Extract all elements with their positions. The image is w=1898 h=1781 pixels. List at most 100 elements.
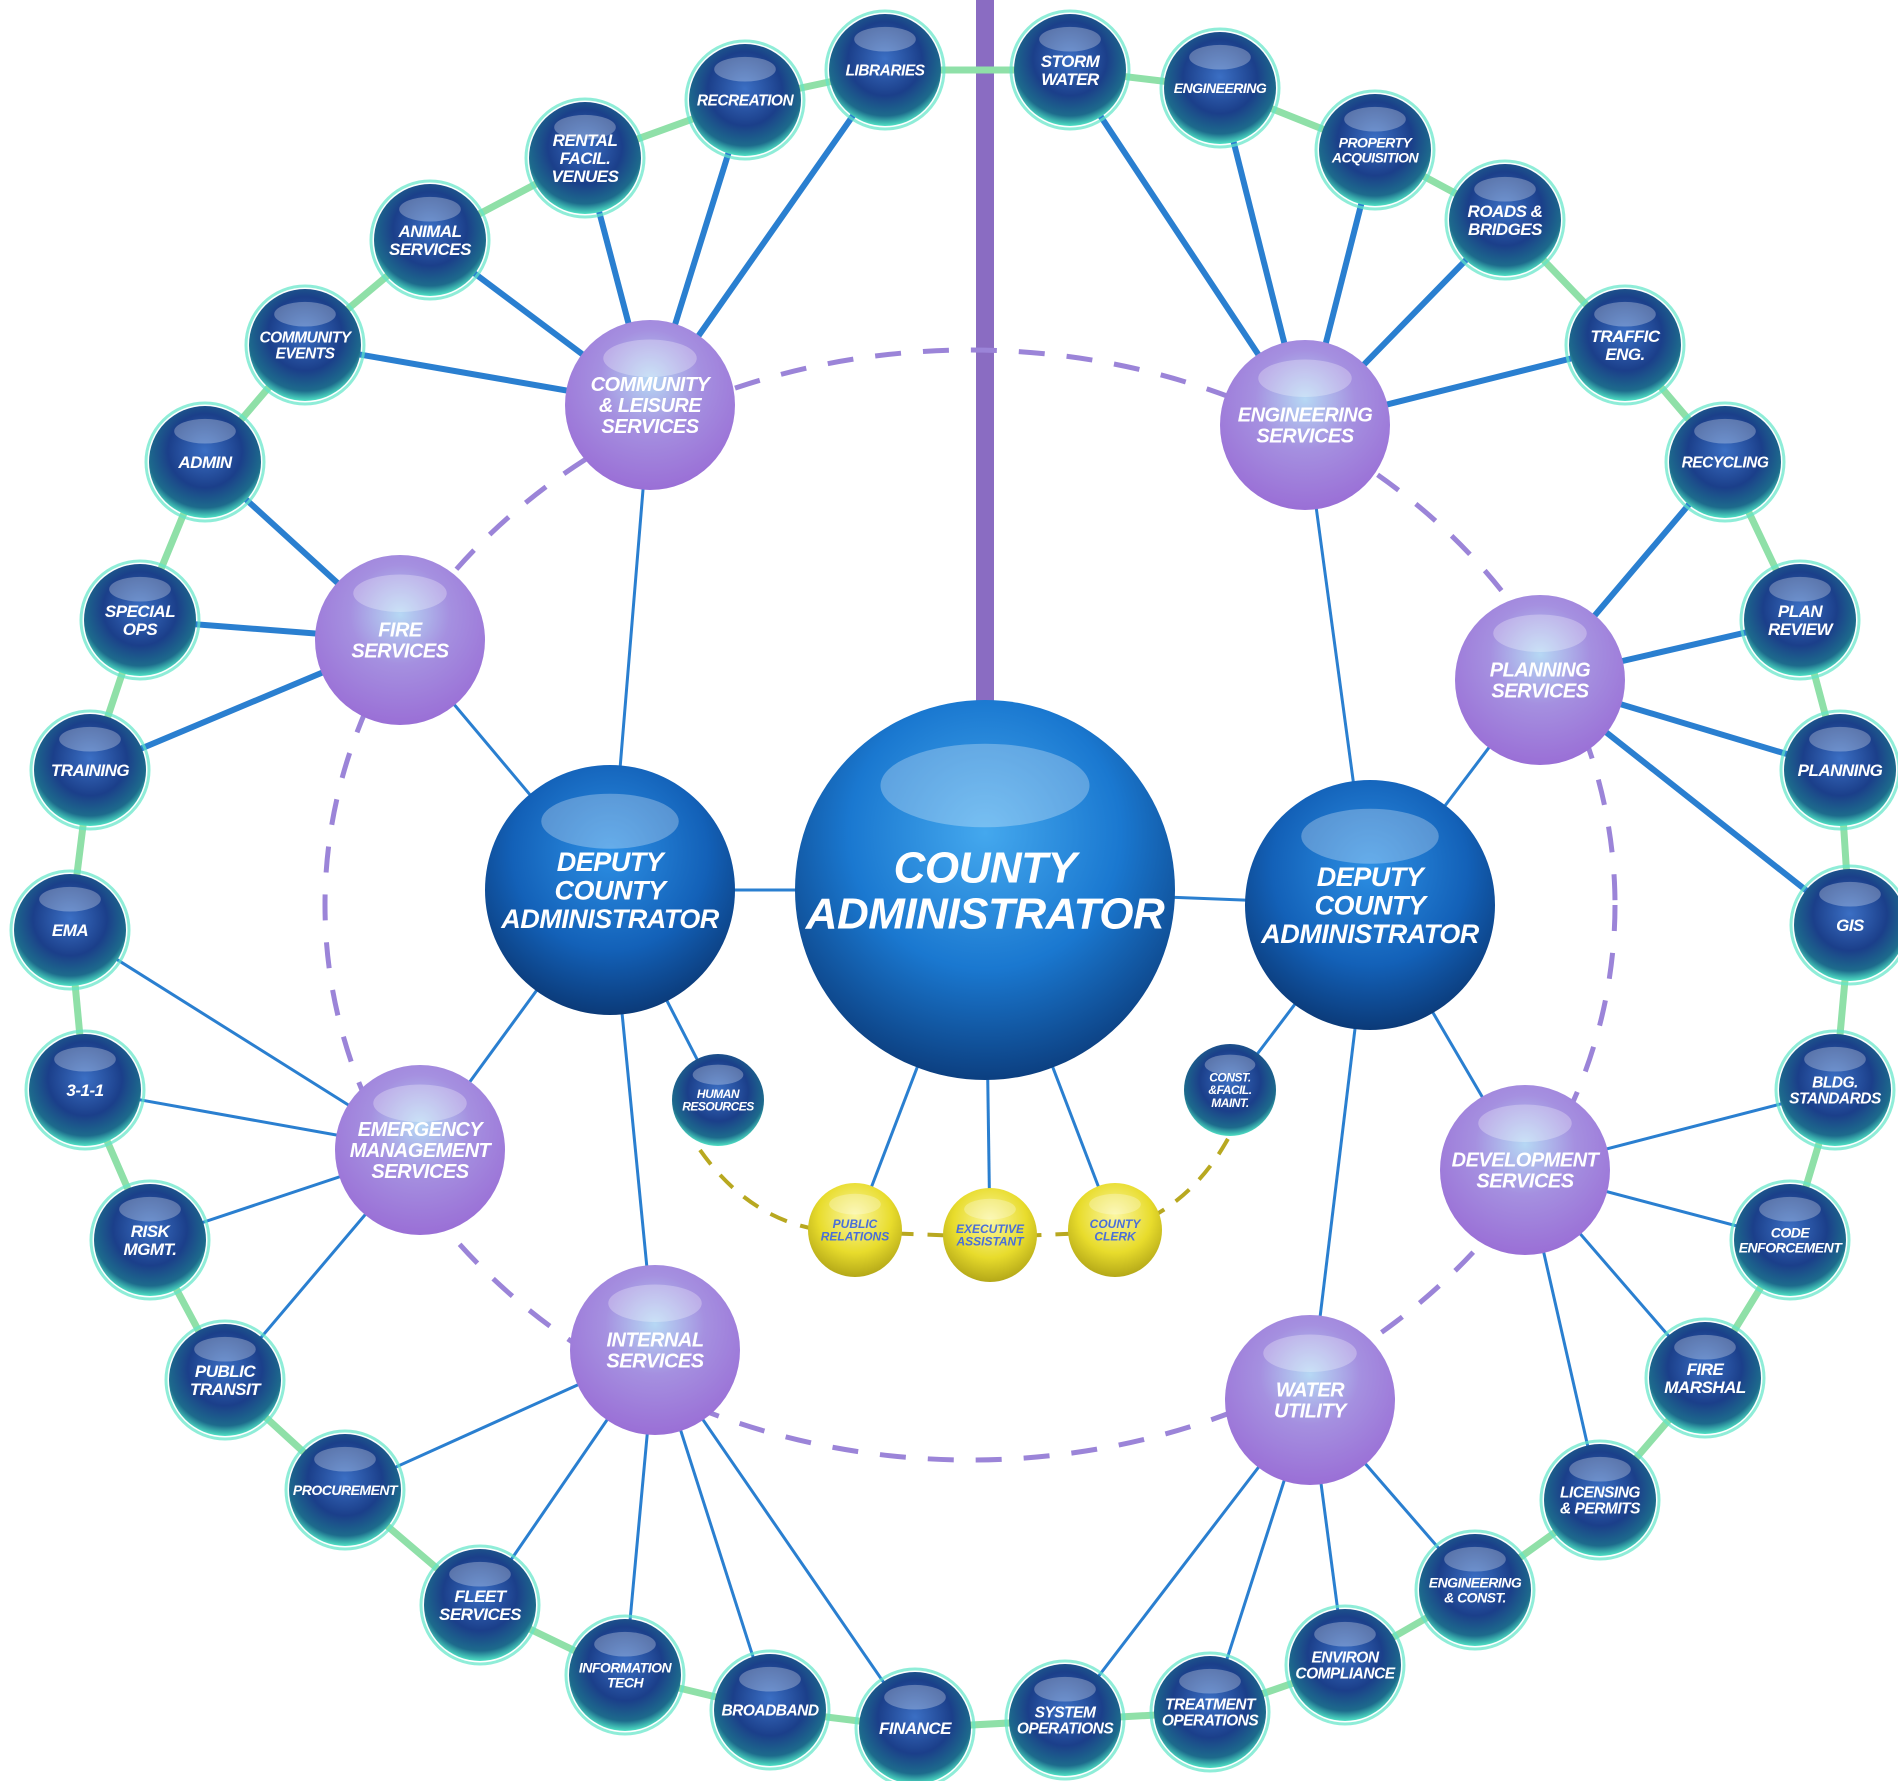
node-highlight [54,1046,116,1072]
node-highlight [314,1446,376,1472]
node-sphere [1779,1034,1891,1146]
department-node-admin[interactable]: ADMIN [144,401,266,523]
node-sphere [1220,340,1390,510]
node-sphere [84,564,196,676]
node-label: FLEET [454,1587,507,1606]
node-highlight [1759,1196,1821,1222]
node-highlight [59,726,121,752]
node-sphere [374,184,486,296]
node-label: PROCUREMENT [293,1482,399,1498]
node-label: EXECUTIVE [956,1222,1025,1236]
node-label: ENFORCEMENT [1739,1239,1844,1255]
node-halo [79,559,201,681]
department-node-licensing-permits[interactable]: LICENSING& PERMITS [1539,1439,1661,1561]
node-label: SERVICES [1256,426,1354,448]
department-node-training[interactable]: TRAINING [29,709,151,831]
node-highlight [109,576,171,602]
node-label: SERVICES [601,416,699,438]
node-sphere [169,1324,281,1436]
node-halo [1779,709,1898,831]
node-label: SYSTEM [1035,1704,1097,1721]
node-sphere [672,1054,764,1146]
department-node-recreation[interactable]: RECREATION [684,39,806,161]
node-label: ENG. [1605,345,1645,364]
node-halo [1739,559,1861,681]
node-label: PUBLIC [195,1362,257,1381]
department-node-engineering-const[interactable]: ENGINEERING& CONST. [1414,1529,1536,1651]
department-node-procurement[interactable]: PROCUREMENT [284,1429,406,1551]
node-sphere [689,44,801,156]
department-node-ema[interactable]: EMA [9,869,131,991]
department-node-three-one-one[interactable]: 3-1-1 [24,1029,146,1151]
direct-report-node-const-facil-maint[interactable]: CONST.&FACIL.MAINT. [1184,1044,1276,1136]
department-node-libraries[interactable]: LIBRARIES [824,9,946,131]
department-node-planning[interactable]: PLANNING [1779,709,1898,831]
node-highlight [1089,1193,1141,1215]
node-label: COMPLIANCE [1295,1666,1395,1683]
node-sphere [1225,1315,1395,1485]
department-node-recycling[interactable]: RECYCLING [1664,401,1786,523]
node-highlight [353,574,447,612]
node-halo [824,9,946,131]
node-highlight [829,1193,881,1215]
top-connector-bar [976,0,994,712]
node-label: OPS [123,620,159,639]
node-label: PLANNING [1798,761,1883,780]
department-node-broadband[interactable]: BROADBAND [709,1649,831,1771]
node-halo [144,401,266,523]
node-sphere [569,1619,681,1731]
node-label: LICENSING [1560,1484,1640,1501]
node-sphere [1009,1664,1121,1776]
node-label: STORM [1041,52,1101,71]
node-halo [1789,864,1898,986]
node-highlight [964,1198,1016,1220]
node-highlight [1444,1546,1506,1572]
node-halo [1009,9,1131,131]
node-label: MARSHAL [1664,1378,1746,1397]
node-halo [1414,1529,1536,1651]
node-label: TRAINING [51,761,129,780]
node-highlight [554,114,616,140]
department-node-roads-bridges[interactable]: ROADS &BRIDGES [1444,159,1566,281]
department-node-bldg-standards[interactable]: BLDG.STANDARDS [1774,1029,1896,1151]
node-label: FIRE [1687,1360,1725,1379]
department-node-gis[interactable]: GIS [1789,864,1898,986]
node-sphere [1289,1609,1401,1721]
department-node-engineering-dept[interactable]: ENGINEERING [1159,27,1281,149]
department-node-finance[interactable]: FINANCE [854,1667,976,1781]
node-label: DEVELOPMENT [1452,1150,1601,1172]
node-highlight [1478,1104,1572,1142]
